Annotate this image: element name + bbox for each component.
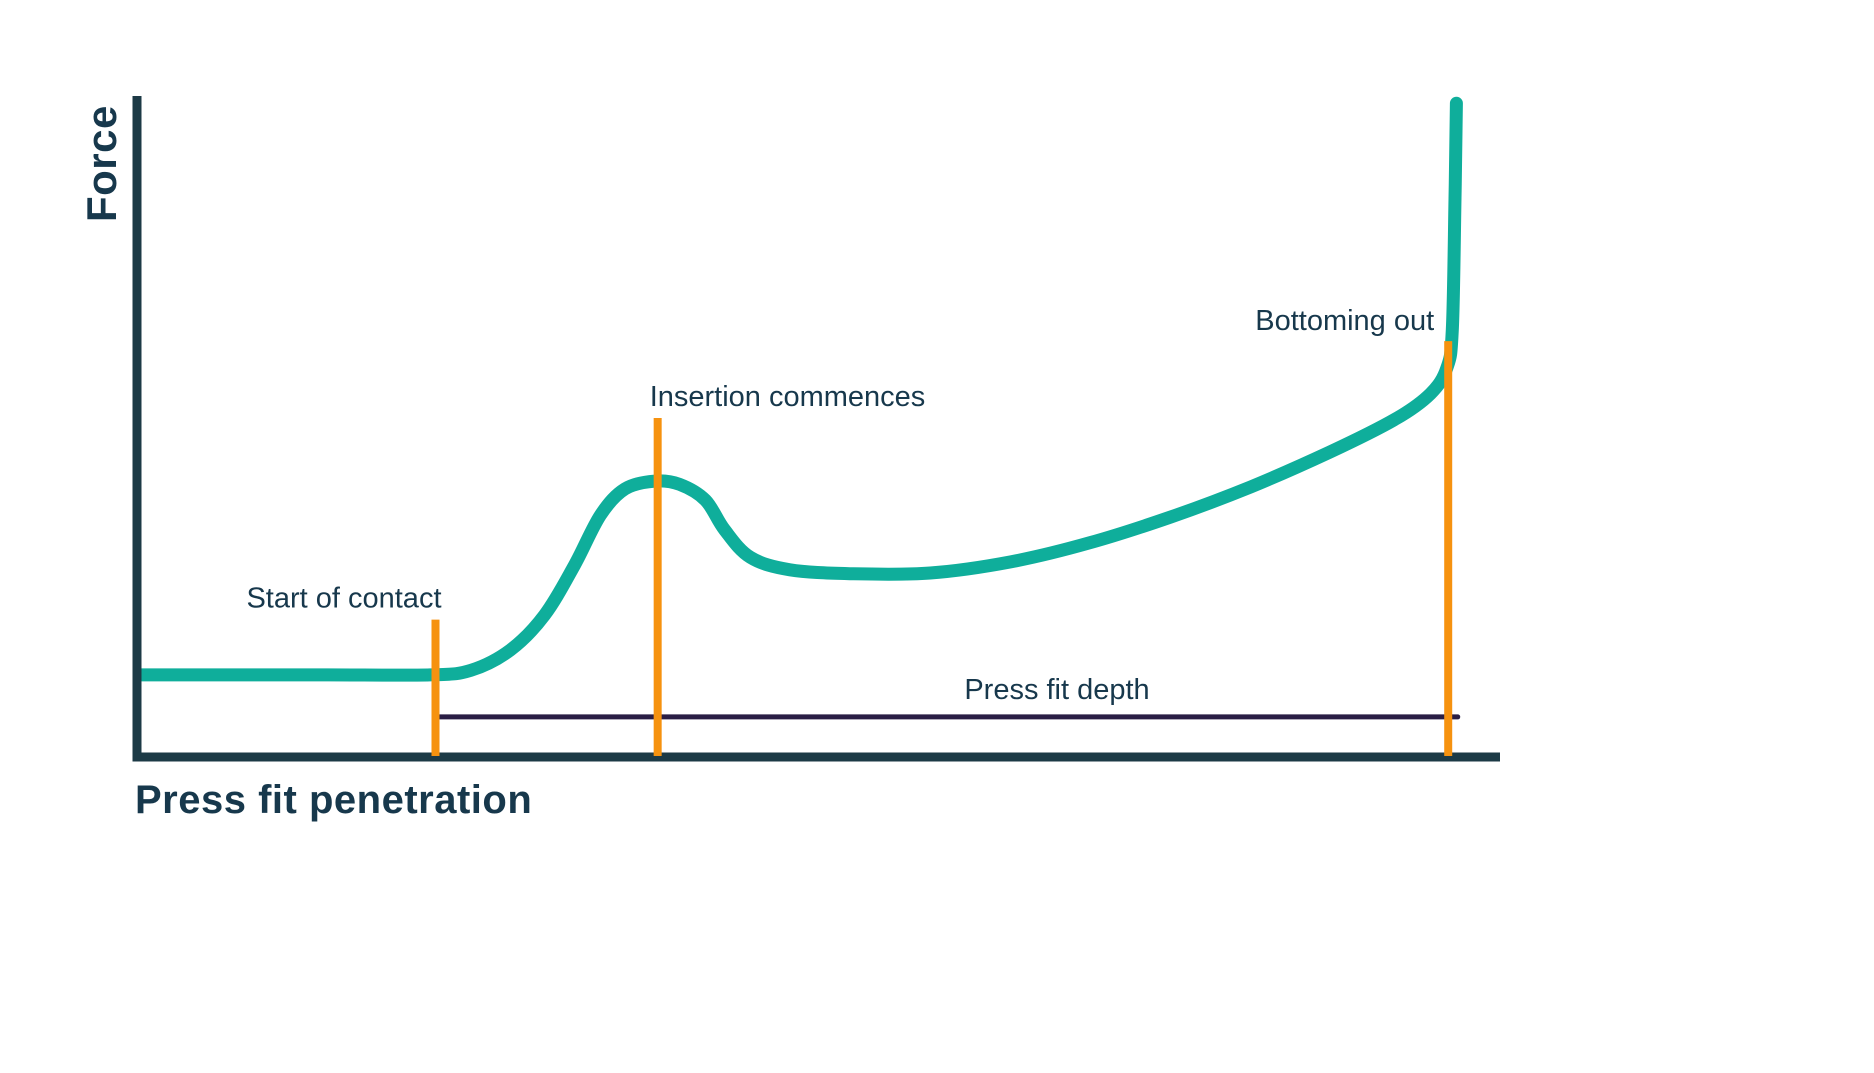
x-axis-label: Press fit penetration (135, 778, 533, 822)
start-of-contact-label: Start of contact (246, 583, 441, 615)
force-curve (133, 96, 1463, 682)
bottoming-out-label: Bottoming out (1255, 305, 1434, 337)
insertion-commences-label: Insertion commences (650, 381, 926, 413)
press-fit-depth-label: Press fit depth (964, 674, 1149, 706)
y-axis-label: Force (78, 105, 125, 222)
axes (132, 96, 1500, 762)
